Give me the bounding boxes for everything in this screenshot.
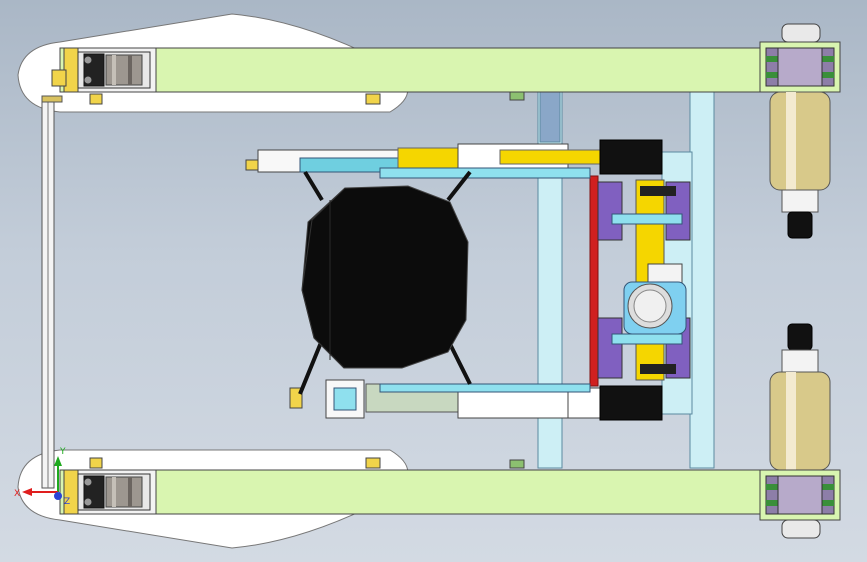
drum-support-legs [298,170,472,395]
brass-cylinder-top [769,91,831,239]
triad-x-label: X [14,489,20,499]
roller-wheel-bottom-right [759,469,841,539]
bracket-top-1 [89,93,103,105]
left-vertical-rail [41,95,63,489]
coordinate-triad-icon: Y X Z [14,447,70,507]
purple-clamps [597,181,691,379]
brass-cylinder-bottom [769,323,831,471]
bracket-top-3 [509,91,525,101]
red-plate [589,175,599,387]
linear-actuator-bottom [289,379,663,421]
bracket-top-2 [365,93,381,105]
roller-wheel-top-right [759,23,841,93]
bearing-hub [623,263,687,335]
bottom-frame-arm [59,469,761,515]
triad-z-label: Z [64,497,70,507]
bracket-bottom-3 [509,459,525,469]
linear-actuator-top [245,139,663,179]
bracket-bottom-1 [89,457,103,469]
bracket-bottom-2 [365,457,381,469]
drive-wheel-bottom-left [77,473,151,511]
top-frame-arm [51,47,761,93]
octagonal-drum [301,185,469,369]
cross-bar-right [689,91,715,469]
triad-y-label: Y [59,447,66,457]
drive-wheel-top-left [77,51,151,89]
